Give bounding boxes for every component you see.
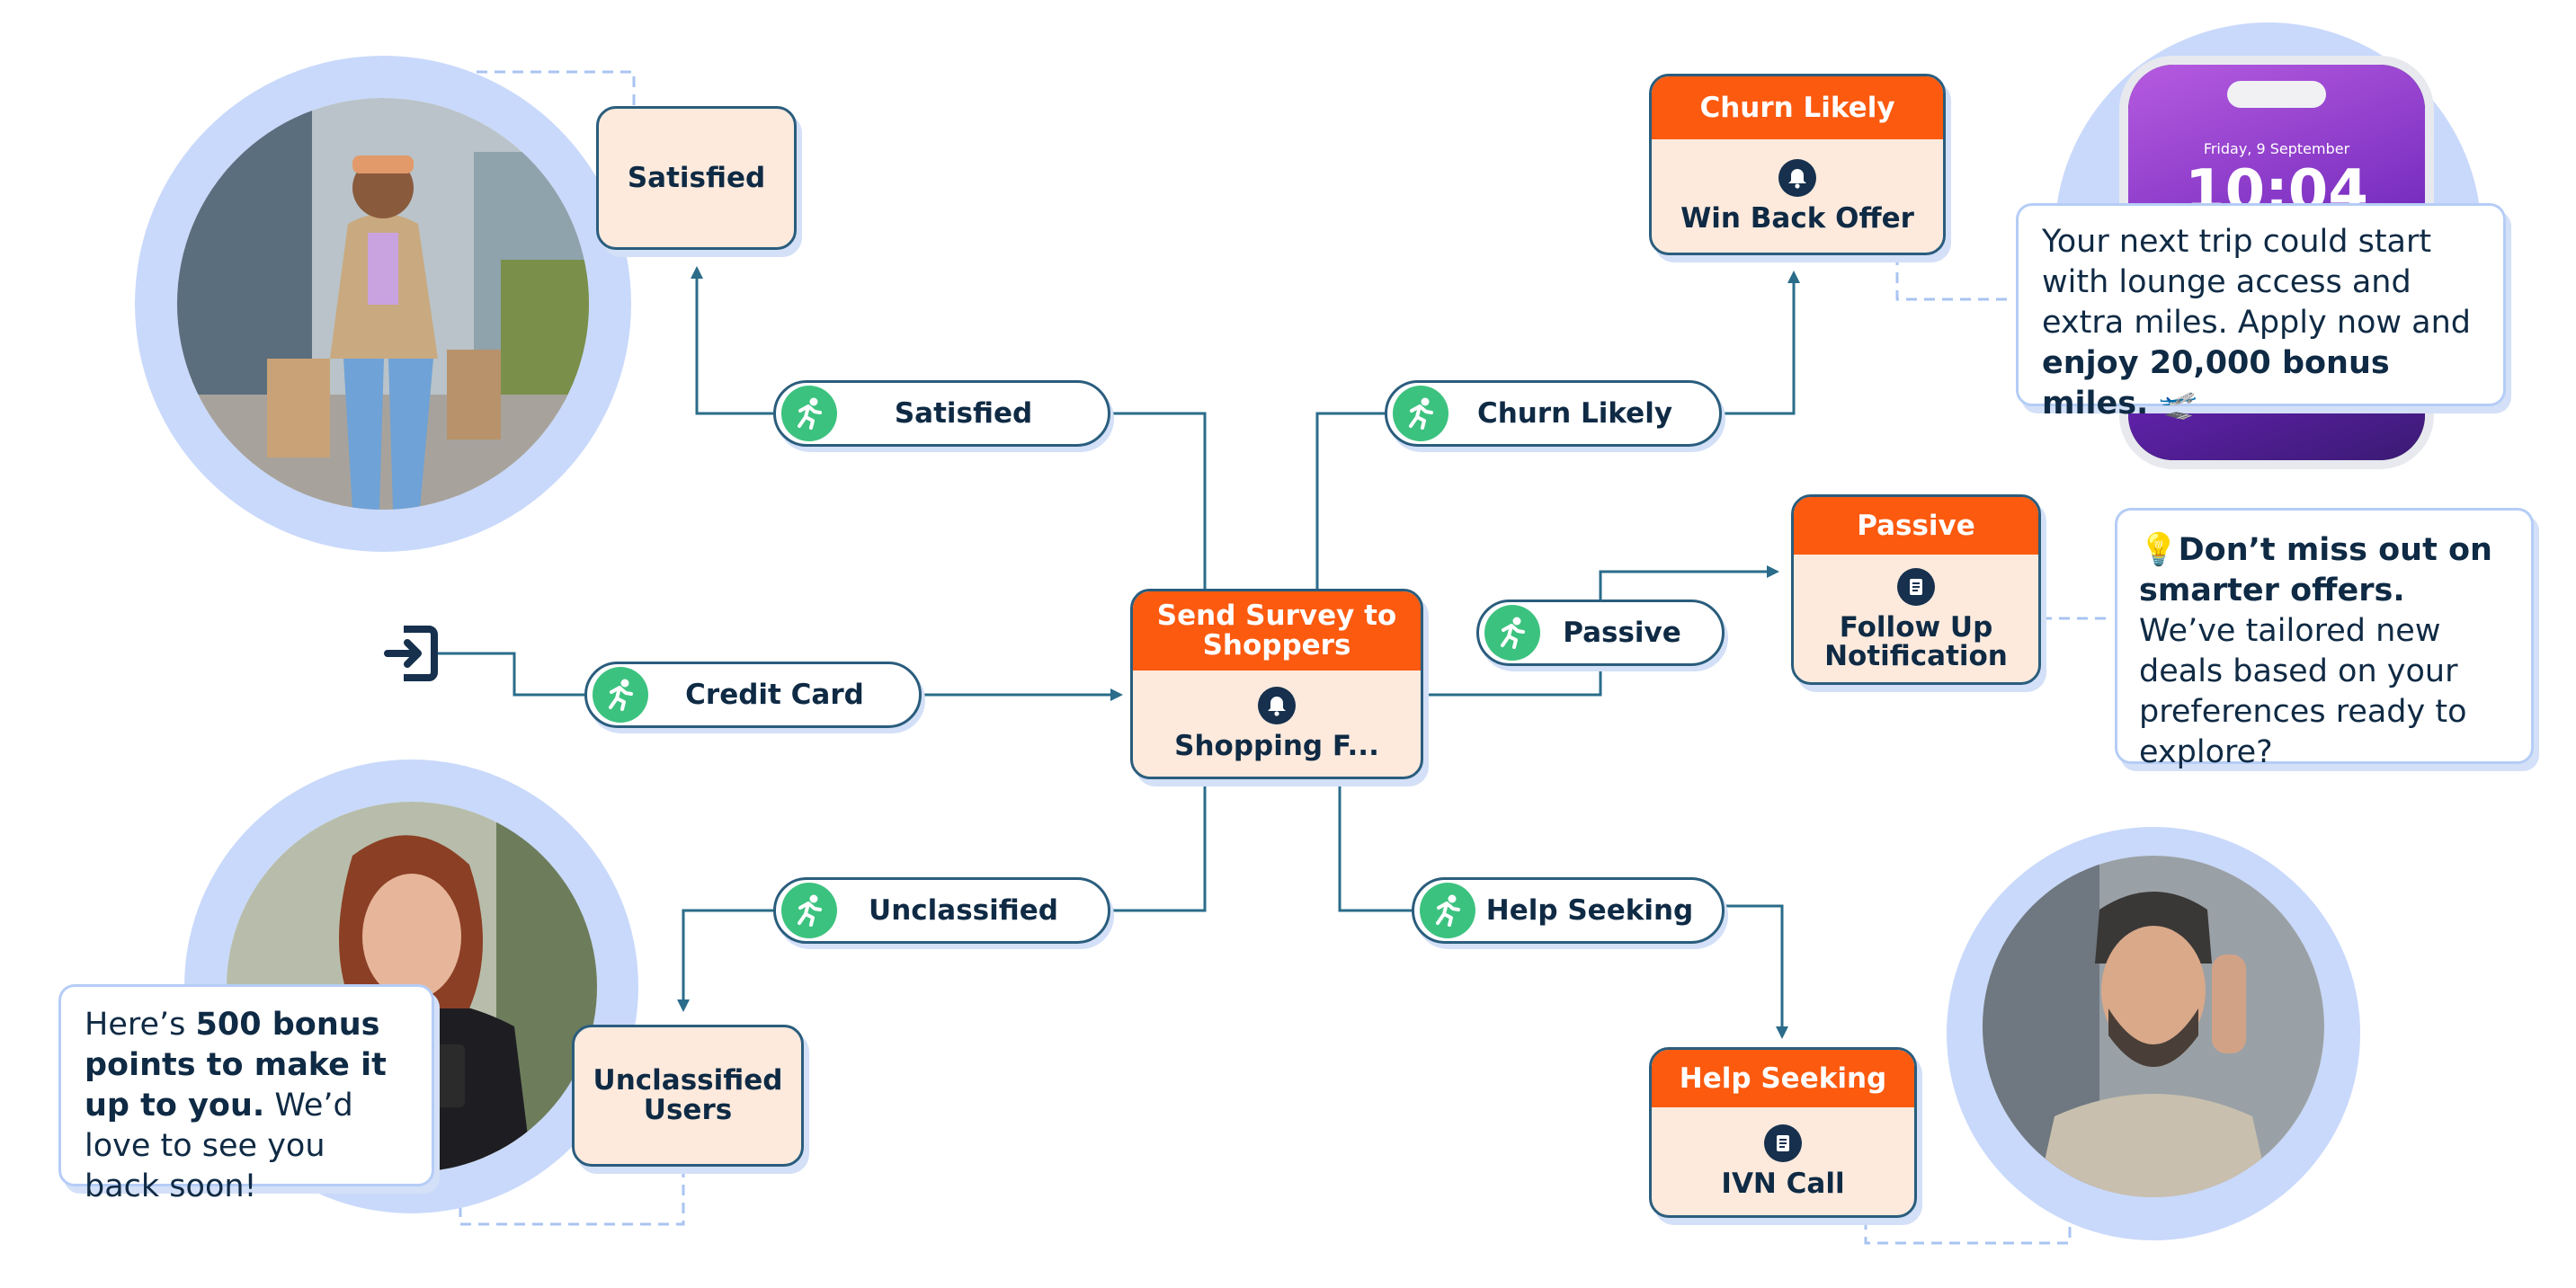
message-unclassified-offer: Here’s 500 bonus points to make it up to… [58, 984, 434, 1204]
message-unclassified-emphasis: 500 bonus points to make it up to you. [85, 1007, 387, 1124]
message-passive-offer: 💡Don’t miss out on smarter offers. We’ve… [2115, 508, 2534, 770]
message-passive-emphasis: Don’t miss out on smarter offers. [2139, 532, 2492, 608]
trigger-credit-card[interactable]: Credit Card [584, 662, 922, 728]
runner-icon [1420, 883, 1475, 938]
photo-satisfied-shopper [177, 98, 589, 510]
node-win-back-offer[interactable]: Churn Likely Win Back Offer [1649, 74, 1946, 255]
phone-date: Friday, 9 September [2203, 140, 2350, 157]
document-icon [1764, 1124, 1802, 1162]
node-help-label: IVN Call [1721, 1168, 1845, 1200]
branch-help-label: Help Seeking [1485, 894, 1694, 927]
branch-passive-label: Passive [1563, 617, 1681, 649]
phone-notch [2227, 81, 2326, 108]
message-churn-plane: 🛫 [2148, 386, 2198, 422]
node-passive-title: Passive [1794, 497, 2038, 555]
node-unclassified-label: Unclassified Users [593, 1064, 783, 1126]
node-ivn-call[interactable]: Help Seeking IVN Call [1649, 1047, 1917, 1218]
branch-satisfied-label: Satisfied [894, 397, 1033, 430]
node-satisfied[interactable]: Satisfied [596, 106, 797, 250]
branch-unclassified-label: Unclassified [869, 894, 1058, 927]
node-passive-label: Follow Up Notification [1824, 611, 2008, 672]
branch-churn-likely[interactable]: Churn Likely [1385, 380, 1722, 447]
message-passive-text: We’ve tailored new deals based on your p… [2139, 613, 2467, 770]
branch-help-seeking[interactable]: Help Seeking [1412, 877, 1725, 944]
message-churn-emphasis: enjoy 20,000 bonus miles. [2042, 345, 2390, 422]
node-send-survey[interactable]: Send Survey to Shoppers Shopping F... [1130, 589, 1423, 779]
branch-unclassified[interactable]: Unclassified [773, 877, 1110, 944]
runner-icon [1393, 386, 1448, 441]
node-help-title: Help Seeking [1652, 1050, 1914, 1107]
trigger-credit-card-label: Credit Card [685, 679, 864, 711]
message-churn-text: Your next trip could start with lounge a… [2042, 224, 2472, 341]
node-churn-label: Win Back Offer [1680, 202, 1914, 235]
document-icon [1897, 568, 1935, 606]
bell-icon [1258, 687, 1296, 724]
message-unclassified-tail: We’d love to see you back soon! [85, 1088, 353, 1204]
node-send-survey-label: Shopping F... [1174, 730, 1379, 762]
message-churn-offer: Your next trip could start with lounge a… [2016, 203, 2506, 422]
bell-icon [1778, 159, 1816, 197]
login-entry-icon [384, 624, 438, 683]
runner-icon [1484, 605, 1540, 661]
branch-satisfied[interactable]: Satisfied [773, 380, 1110, 447]
runner-icon [593, 667, 648, 723]
photo-help-seeker [1983, 856, 2324, 1197]
node-unclassified-users[interactable]: Unclassified Users [572, 1025, 804, 1167]
node-churn-title: Churn Likely [1652, 76, 1943, 139]
branch-churn-label: Churn Likely [1476, 397, 1673, 430]
message-passive-bulb: 💡 [2139, 532, 2179, 568]
runner-icon [781, 386, 837, 441]
node-satisfied-label: Satisfied [627, 161, 766, 194]
branch-passive[interactable]: Passive [1476, 600, 1725, 666]
node-send-survey-title: Send Survey to Shoppers [1133, 591, 1421, 671]
runner-icon [781, 883, 837, 938]
node-follow-up-notification[interactable]: Passive Follow Up Notification [1791, 494, 2041, 685]
message-unclassified-text: Here’s [85, 1007, 196, 1043]
